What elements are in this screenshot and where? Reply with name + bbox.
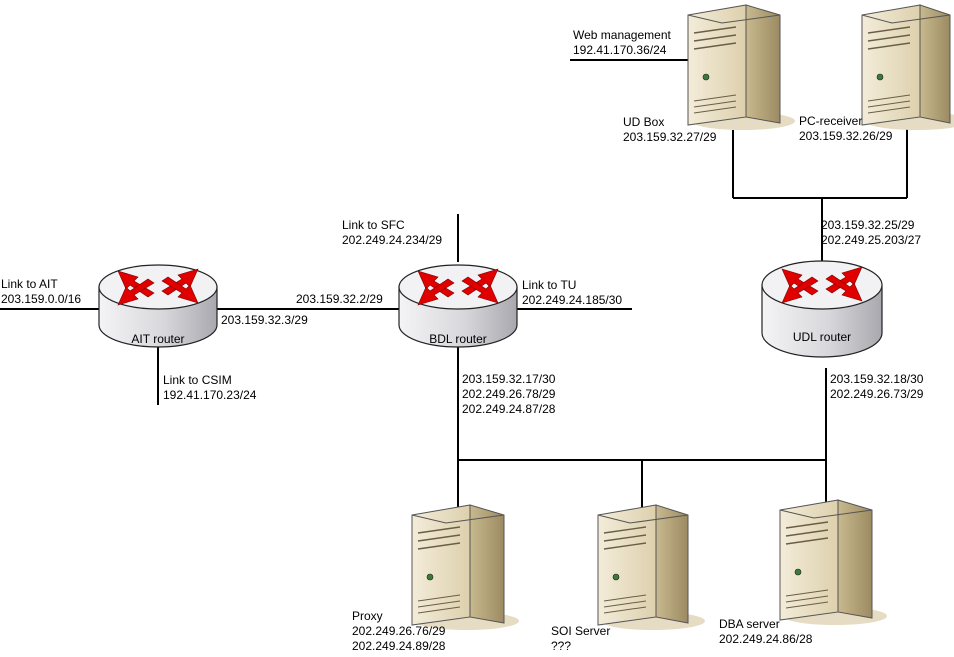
soi-label: SOI Server ??? — [551, 624, 610, 654]
udl-uplink-ip-2: 202.249.25.203/27 — [821, 233, 922, 247]
proxy-server-icon[interactable] — [411, 504, 519, 630]
bdl-router-name: BDL router — [429, 332, 487, 346]
bdl-down-ip-1: 203.159.32.17/30 — [462, 372, 556, 386]
link-ait-ip: 203.159.0.0/16 — [1, 292, 82, 306]
pc-receiver-ip: 203.159.32.26/29 — [799, 129, 893, 143]
link-csim-label: Link to CSIM 192.41.170.23/24 — [163, 373, 256, 403]
bdl-ait-label: 203.159.32.2/29 — [296, 292, 383, 307]
ait-router-icon[interactable] — [98, 264, 218, 348]
link-tu-name: Link to TU — [522, 278, 577, 292]
proxy-name: Proxy — [352, 609, 383, 623]
pc-receiver-label: PC-receiver 203.159.32.26/29 — [799, 114, 892, 144]
proxy-ip-2: 202.249.24.89/28 — [352, 639, 446, 653]
link-tu-label: Link to TU 202.249.24.185/30 — [522, 278, 622, 308]
proxy-ip-1: 202.249.26.76/29 — [352, 624, 446, 638]
bdl-ait-ip: 203.159.32.2/29 — [296, 292, 383, 306]
link-sfc-label: Link to SFC 202.249.24.234/29 — [342, 218, 442, 248]
dba-ip: 202.249.24.86/28 — [719, 632, 813, 646]
ud-box-label: UD Box 203.159.32.27/29 — [623, 115, 716, 145]
link-sfc-ip: 202.249.24.234/29 — [342, 233, 443, 247]
bdl-down-label: 203.159.32.17/30 202.249.26.78/29 202.24… — [462, 372, 555, 417]
links — [0, 59, 908, 510]
ud-box-name: UD Box — [623, 115, 665, 129]
udl-down-ip-1: 203.159.32.18/30 — [830, 372, 924, 386]
ait-router-name: AIT router — [131, 332, 185, 346]
bdl-down-ip-2: 202.249.26.78/29 — [462, 387, 556, 401]
bdl-down-ip-3: 202.249.24.87/28 — [462, 402, 556, 416]
ait-bdl-ip: 203.159.32.3/29 — [221, 313, 308, 327]
udl-router-icon[interactable] — [761, 260, 883, 358]
ud-box-ip: 203.159.32.27/29 — [623, 130, 717, 144]
udl-router-name: UDL router — [792, 330, 852, 344]
link-sfc-name: Link to SFC — [342, 218, 405, 232]
udl-uplink-ip-1: 203.159.32.25/29 — [821, 218, 915, 232]
link-csim-ip: 192.41.170.23/24 — [163, 388, 257, 402]
pc-receiver-name: PC-receiver — [799, 114, 863, 128]
link-ait-name: Link to AIT — [1, 277, 58, 291]
proxy-label: Proxy 202.249.26.76/29 202.249.24.89/28 — [352, 609, 445, 654]
link-csim-name: Link to CSIM — [163, 373, 232, 387]
soi-ip: ??? — [551, 639, 572, 653]
link-ait-label: Link to AIT 203.159.0.0/16 — [1, 277, 81, 307]
link-tu-ip: 202.249.24.185/30 — [522, 293, 623, 307]
bdl-router-icon[interactable] — [398, 264, 518, 348]
dba-label: DBA server 202.249.24.86/28 — [719, 617, 812, 647]
web-management-ip: 192.41.170.36/24 — [573, 43, 667, 57]
udl-down-ip-2: 202.249.26.73/29 — [830, 387, 924, 401]
web-management-name: Web management — [573, 28, 671, 42]
soi-server-icon[interactable] — [597, 504, 705, 630]
ait-bdl-label: 203.159.32.3/29 — [221, 313, 308, 328]
dba-name: DBA server — [719, 617, 780, 631]
udl-down-label: 203.159.32.18/30 202.249.26.73/29 — [830, 372, 923, 402]
ud-box-server-icon[interactable] — [687, 4, 795, 130]
soi-name: SOI Server — [551, 624, 611, 638]
dba-server-icon[interactable] — [779, 499, 887, 625]
udl-uplink-label: 203.159.32.25/29 202.249.25.203/27 — [821, 218, 921, 248]
web-management-label: Web management 192.41.170.36/24 — [573, 28, 671, 58]
pc-receiver-server-icon[interactable] — [861, 4, 954, 130]
